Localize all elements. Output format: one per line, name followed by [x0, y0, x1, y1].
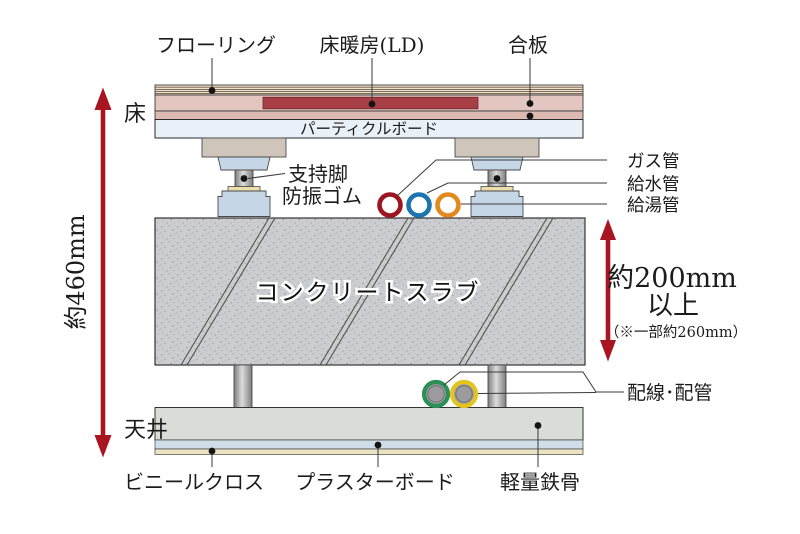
- overall-height-dimension: 約460mm: [62, 87, 112, 458]
- floor-assembly: パーティクルボード: [154, 84, 584, 139]
- support-leg-label: 支持脚: [288, 162, 348, 186]
- vibration-rubber-base: [217, 190, 271, 217]
- wiring-piping-label: 配線･配管: [627, 382, 713, 404]
- rubber-pad: [227, 186, 261, 192]
- leader-lines: [208, 58, 624, 467]
- vinyl-cloth-layer: [154, 448, 584, 455]
- plywood-label: 合板: [508, 33, 548, 57]
- floor-label: 床: [124, 102, 146, 127]
- gas-pipe-icon: [377, 192, 403, 218]
- slab-thickness-note: （※一部約260mm）: [605, 324, 747, 341]
- support-leg-right: [454, 137, 540, 217]
- hanging-bolt-icon: [233, 364, 253, 409]
- slab-thickness-value: 約200mm: [607, 263, 737, 294]
- plaster-board-label: プラスターボード: [295, 470, 455, 494]
- concrete-slab-label: コンクリートスラブ: [256, 280, 481, 306]
- vinyl-cloth-label: ビニールクロス: [124, 470, 264, 494]
- wiring-conduit-core: [427, 385, 445, 403]
- water-supply-pipe-icon: [406, 192, 432, 218]
- slab-joint-lines: [180, 218, 554, 365]
- slab-thickness-qualifier: 以上: [647, 291, 699, 321]
- anti-vibration-rubber-label: 防振ゴム: [282, 184, 362, 208]
- hot-water-pipe-label: 給湯管: [627, 196, 680, 216]
- particle-board-label: パーティクルボード: [300, 120, 438, 138]
- water-supply-pipe-label: 給水管: [627, 175, 680, 195]
- flooring-label: フローリング: [156, 33, 276, 57]
- arrow-up-icon: [600, 219, 616, 240]
- steel-frame-layer: [154, 407, 584, 441]
- overall-height-value: 約460mm: [62, 214, 90, 330]
- arrow-up-icon: [94, 87, 112, 110]
- concrete-slab: コンクリートスラブ: [154, 217, 586, 366]
- ceiling-label: 天井: [124, 418, 168, 443]
- piping-conduit-core: [455, 385, 473, 403]
- hot-water-pipe-icon: [435, 192, 461, 218]
- flooring-layer: [154, 84, 584, 96]
- slab-thickness-dimension: 約200mm 以上 （※一部約260mm）: [600, 219, 747, 362]
- gas-pipe-label: ガス管: [627, 152, 680, 172]
- rubber-pad: [480, 186, 514, 192]
- floor-heating-label: 床暖房(LD): [320, 33, 425, 57]
- particle-board-layer: パーティクルボード: [154, 119, 584, 139]
- plywood-lower-layer: [154, 110, 584, 120]
- plaster-board-layer: [154, 439, 584, 450]
- arrow-down-icon: [600, 340, 616, 362]
- arrow-down-icon: [94, 435, 112, 458]
- support-leg-left: [201, 137, 287, 217]
- hanging-bolt-icon: [487, 364, 507, 409]
- lightweight-steel-label: 軽量鉄骨: [500, 470, 580, 494]
- ceiling-assembly: [154, 407, 584, 455]
